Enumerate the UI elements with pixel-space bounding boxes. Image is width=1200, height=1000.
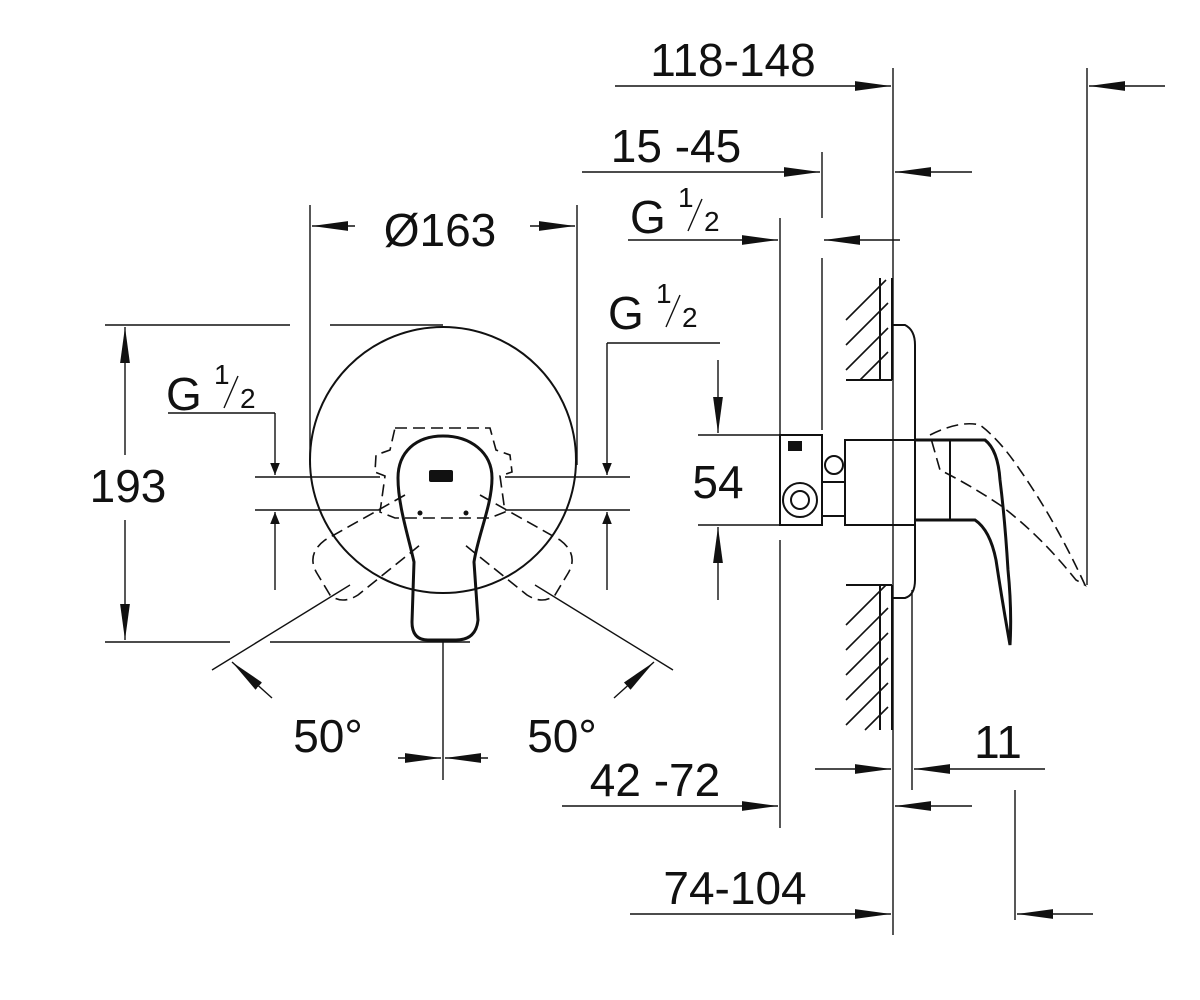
cover-plate xyxy=(893,324,916,599)
wall-section-upper xyxy=(845,278,893,381)
handle-left-dashed xyxy=(312,494,421,601)
diameter-label: Ø163 xyxy=(384,204,497,256)
svg-text:1: 1 xyxy=(656,278,672,309)
svg-text:G: G xyxy=(608,287,644,339)
connection-left-label: G 1 2 xyxy=(166,359,256,420)
svg-text:1: 1 xyxy=(678,182,694,213)
cartridge-outline xyxy=(374,427,513,519)
side-view: 118-148 15 -45 G 1 2 54 11 42 -72 74-10 xyxy=(562,34,1165,935)
svg-text:1: 1 xyxy=(214,359,230,390)
connection-right-label: G 1 2 xyxy=(608,278,698,339)
brand-mark xyxy=(429,470,453,482)
lever-handle-dashed xyxy=(929,422,1087,587)
connection-top-label: G 1 2 xyxy=(630,182,720,243)
angle-line-right xyxy=(534,584,674,671)
svg-text:G: G xyxy=(166,368,202,420)
angle-right-label: 50° xyxy=(527,710,597,762)
svg-text:2: 2 xyxy=(704,206,720,237)
valve-body xyxy=(844,439,916,526)
rosette-plate xyxy=(309,326,577,594)
lever-handle xyxy=(396,434,494,642)
dim-mid-label: 42 -72 xyxy=(590,754,720,806)
svg-text:2: 2 xyxy=(240,383,256,414)
angle-line-left xyxy=(211,584,351,671)
angle-left-label: 50° xyxy=(293,710,363,762)
svg-text:G: G xyxy=(630,191,666,243)
lever-handle-side xyxy=(915,438,1013,646)
dim-depth-label: 15 -45 xyxy=(611,120,741,172)
dim-bottom-label: 74-104 xyxy=(663,862,806,914)
dim-plate-label: 11 xyxy=(974,716,1022,768)
height-label: 193 xyxy=(90,460,167,512)
front-view: Ø163 193 G 1 2 G 1 2 xyxy=(90,204,720,780)
dim-connection-height-label: 54 xyxy=(692,456,743,508)
svg-text:2: 2 xyxy=(682,302,698,333)
dim-total-label: 118-148 xyxy=(650,34,815,86)
handle-right-dashed xyxy=(464,494,573,601)
wall-section-lower xyxy=(845,584,893,731)
pipe-connection xyxy=(782,482,818,518)
